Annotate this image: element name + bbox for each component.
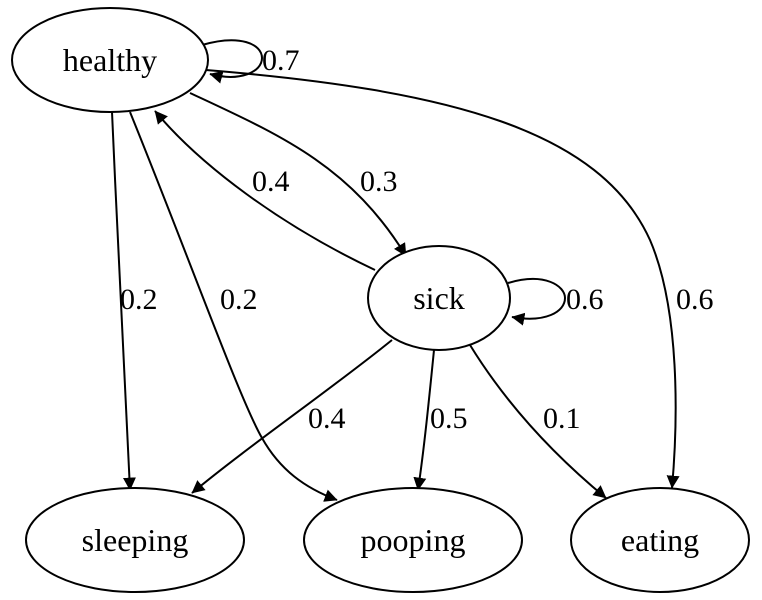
- node-eating: eating: [570, 487, 750, 593]
- node-sick-ellipse: [367, 245, 511, 351]
- nodes: healthy sick sleeping pooping eating: [11, 7, 750, 593]
- node-pooping-label: pooping: [361, 522, 466, 558]
- edge-healthy-sleeping-path: [111, 111, 136, 491]
- edge-healthy-to-sleeping: 0.2: [111, 111, 158, 491]
- edge-label-sick-eating: 0.1: [543, 402, 581, 435]
- edge-label-sick-pooping: 0.5: [430, 402, 468, 435]
- edge-healthy-pooping-path: [129, 111, 338, 502]
- edge-label-sick-sleeping: 0.4: [308, 402, 346, 435]
- edge-sick-eating-path: [469, 344, 607, 499]
- edge-sick-to-eating: 0.1: [469, 344, 607, 499]
- edge-sick-to-healthy: 0.4: [154, 110, 376, 271]
- node-eating-label: eating: [621, 522, 699, 558]
- edge-sick-to-sleeping: 0.4: [191, 339, 393, 494]
- edge-label-sick-healthy: 0.4: [252, 165, 290, 198]
- edge-label-healthy-sick: 0.3: [360, 165, 398, 198]
- edge-label-sick-sick: 0.6: [566, 283, 604, 316]
- edge-healthy-healthy-path: [201, 39, 264, 84]
- edge-healthy-to-sick: 0.3: [189, 92, 407, 257]
- node-sick: sick: [367, 245, 511, 351]
- edge-sick-sleeping-path: [191, 339, 393, 494]
- node-pooping: pooping: [303, 487, 523, 593]
- node-healthy-label: healthy: [63, 42, 157, 78]
- edge-healthy-sick-path: [189, 92, 407, 257]
- edge-label-healthy-eating: 0.6: [676, 283, 714, 316]
- edge-label-healthy-healthy: 0.7: [262, 44, 300, 77]
- node-healthy: healthy: [11, 7, 209, 113]
- edges: 0.7 0.3 0.4 0.2 0.2 0.6 0.: [111, 39, 714, 502]
- edge-healthy-to-eating: 0.6: [205, 69, 714, 489]
- edge-healthy-to-pooping: 0.2: [129, 111, 338, 502]
- node-healthy-ellipse: [11, 7, 209, 113]
- edge-sick-to-sick: 0.6: [507, 278, 604, 326]
- node-sleeping-ellipse: [25, 487, 245, 593]
- node-sleeping-label: sleeping: [82, 522, 189, 558]
- node-pooping-ellipse: [303, 487, 523, 593]
- edge-sick-sick-path: [507, 278, 567, 326]
- edge-label-healthy-pooping: 0.2: [220, 283, 258, 316]
- node-sick-label: sick: [413, 280, 465, 316]
- edge-sick-pooping-path: [413, 349, 435, 491]
- edge-sick-healthy-path: [154, 110, 376, 271]
- edge-healthy-eating-path: [205, 69, 680, 489]
- edge-healthy-to-healthy: 0.7: [201, 39, 300, 84]
- node-eating-ellipse: [570, 487, 750, 593]
- node-sleeping: sleeping: [25, 487, 245, 593]
- edge-sick-to-pooping: 0.5: [413, 349, 468, 491]
- edge-label-healthy-sleeping: 0.2: [120, 283, 158, 316]
